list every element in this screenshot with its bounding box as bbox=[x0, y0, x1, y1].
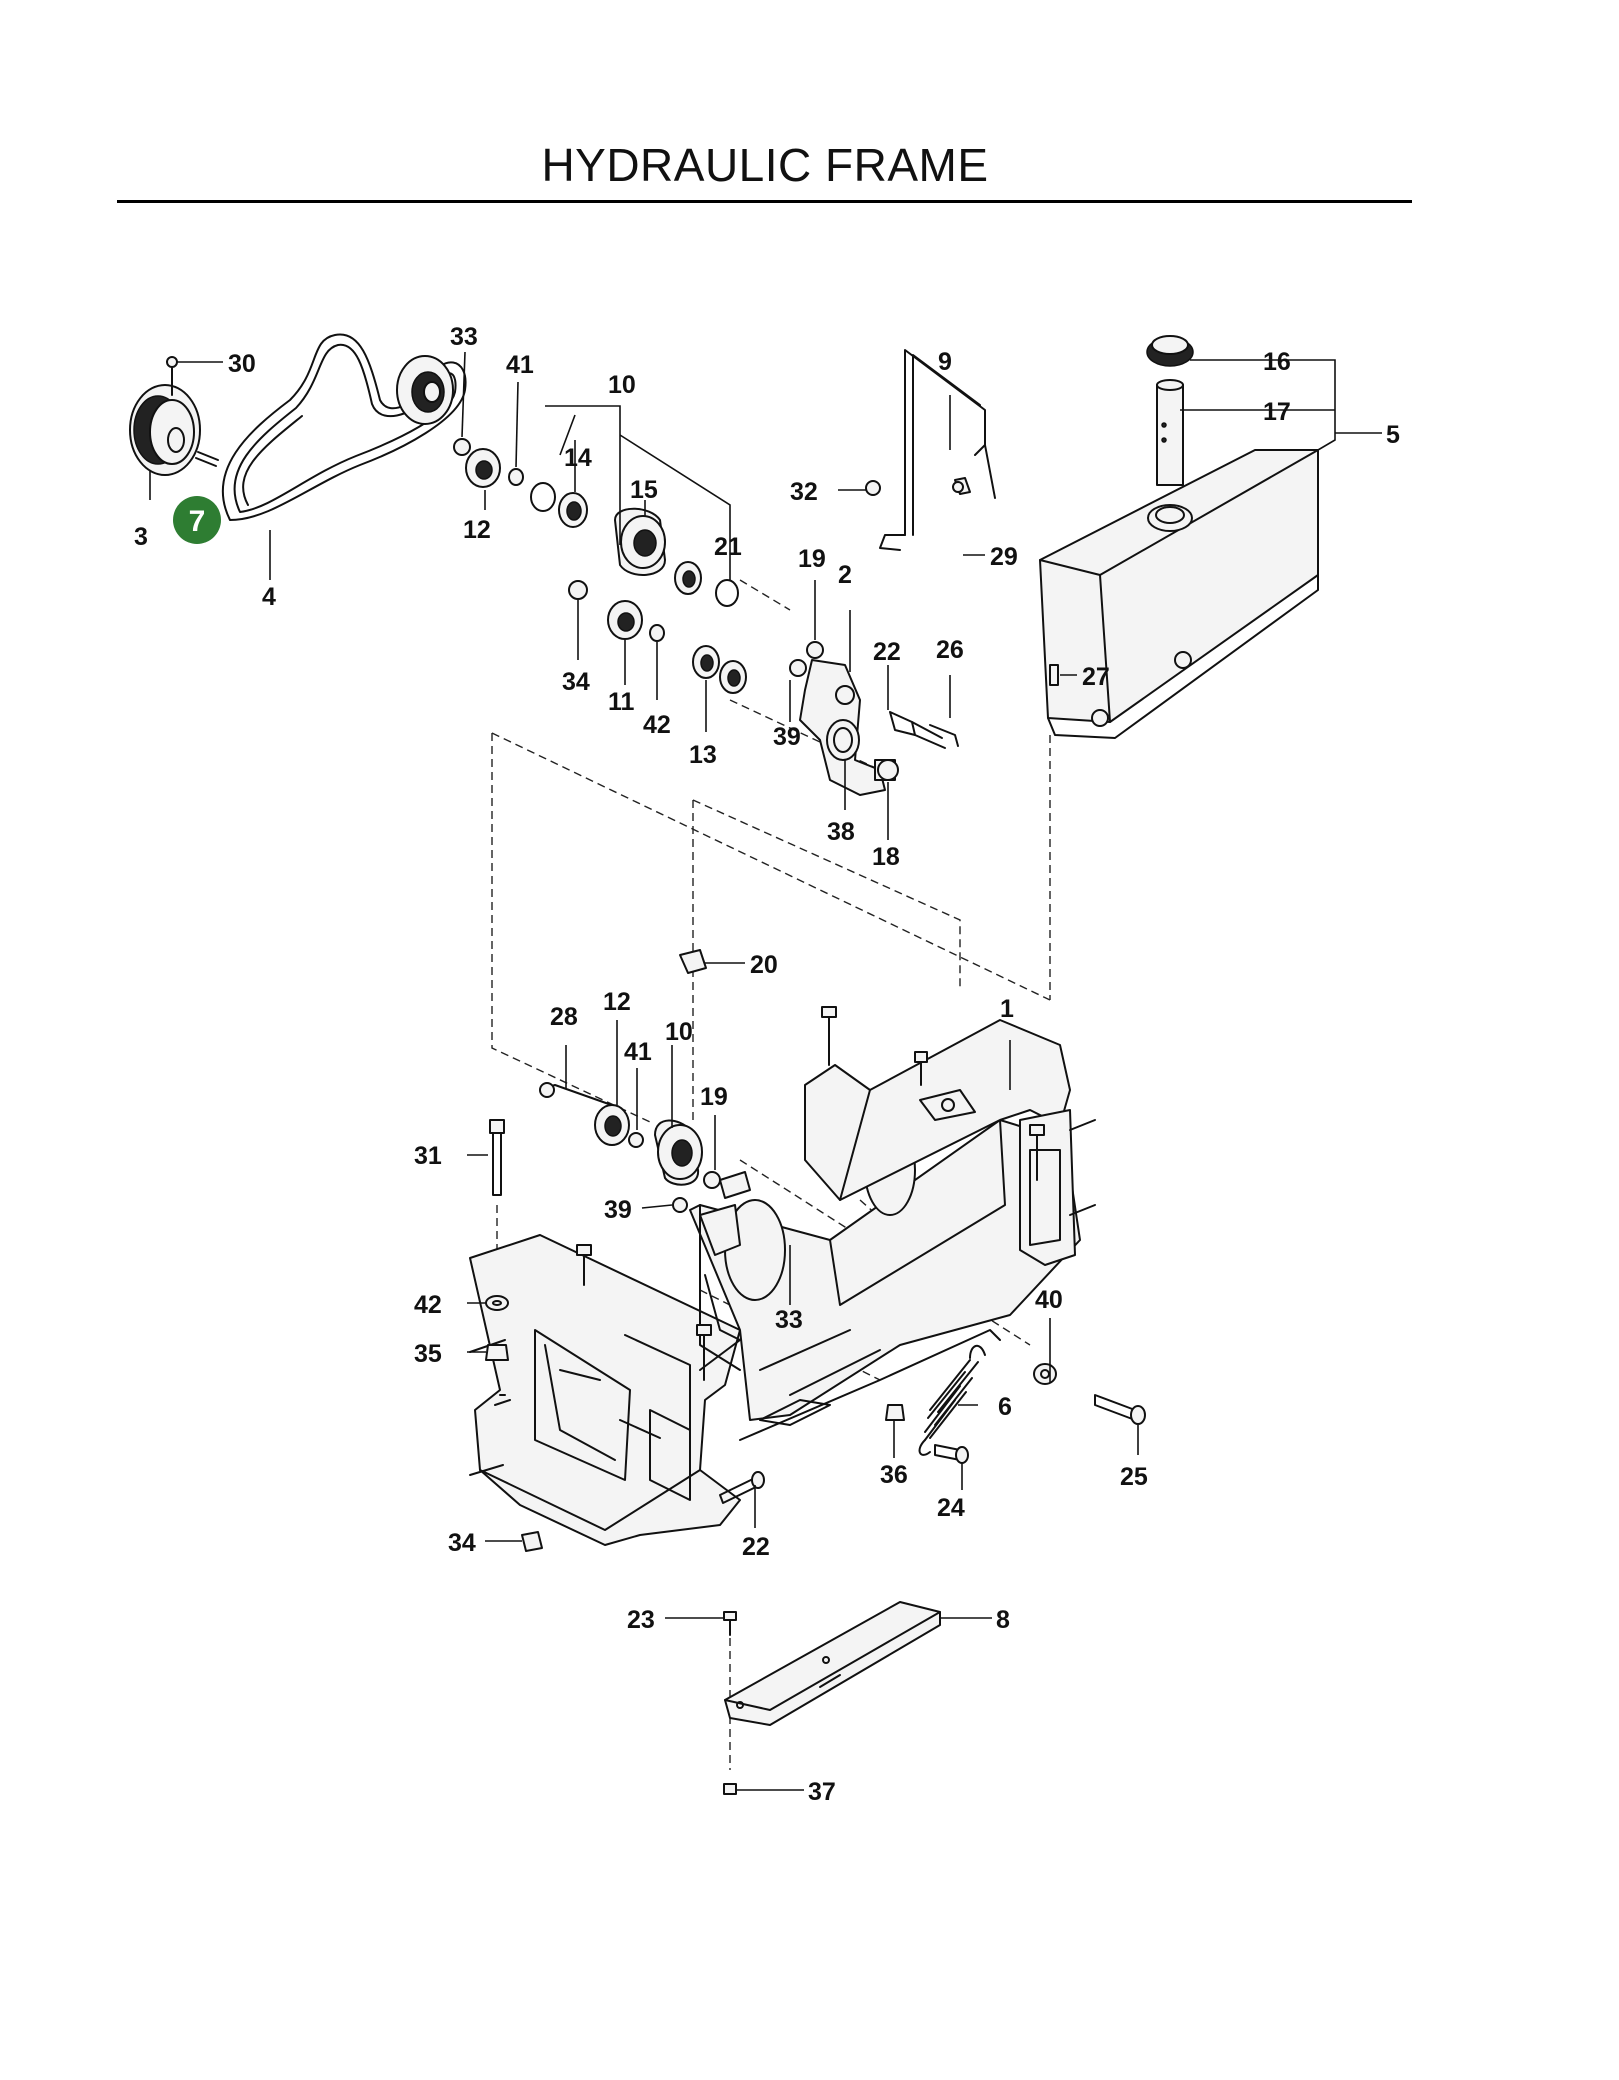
callout-35[interactable]: 35 bbox=[414, 1340, 442, 1368]
strainer-17 bbox=[1156, 379, 1184, 486]
callout-32[interactable]: 32 bbox=[790, 478, 818, 506]
callout-20[interactable]: 20 bbox=[750, 951, 778, 979]
idler-stack-lower bbox=[539, 1082, 751, 1213]
callout-34-lower[interactable]: 34 bbox=[448, 1529, 476, 1557]
callout-42-top[interactable]: 42 bbox=[643, 711, 671, 739]
callout-10-top[interactable]: 10 bbox=[608, 371, 636, 399]
clip-20 bbox=[679, 949, 707, 974]
callout-30[interactable]: 30 bbox=[228, 350, 256, 378]
callout-41-lower[interactable]: 41 bbox=[624, 1038, 652, 1066]
bolt-23 bbox=[723, 1611, 737, 1636]
oil-tank-5 bbox=[1039, 449, 1319, 739]
callout-39-top[interactable]: 39 bbox=[773, 723, 801, 751]
callout-18[interactable]: 18 bbox=[872, 843, 900, 871]
callout-12-top[interactable]: 12 bbox=[463, 516, 491, 544]
callout-11[interactable]: 11 bbox=[608, 688, 635, 716]
skid-plate-8 bbox=[724, 1601, 941, 1726]
callout-labels: 30 3 4 33 41 10 14 15 12 21 34 11 42 13 … bbox=[134, 323, 1400, 1806]
callout-40[interactable]: 40 bbox=[1035, 1286, 1063, 1314]
bolt-24 bbox=[934, 1444, 969, 1464]
callout-28[interactable]: 28 bbox=[550, 1003, 578, 1031]
washer-40 bbox=[1033, 1363, 1057, 1385]
callout-22-lower[interactable]: 22 bbox=[742, 1533, 770, 1561]
spring-6 bbox=[918, 1344, 986, 1456]
nut-37 bbox=[723, 1783, 737, 1795]
callout-16[interactable]: 16 bbox=[1263, 348, 1291, 376]
callout-5[interactable]: 5 bbox=[1386, 421, 1400, 449]
title-rule bbox=[117, 200, 1412, 203]
callout-7-badge[interactable] bbox=[173, 496, 221, 544]
page-title: HYDRAULIC FRAME bbox=[541, 139, 989, 191]
callout-34-top[interactable]: 34 bbox=[562, 668, 590, 696]
callout-19-top[interactable]: 19 bbox=[798, 545, 826, 573]
frame-top-bolts bbox=[576, 1006, 1045, 1381]
idler-bracket-2 bbox=[789, 641, 959, 796]
bolt-25 bbox=[1094, 1394, 1146, 1425]
rod-9 bbox=[865, 349, 996, 551]
callout-36[interactable]: 36 bbox=[880, 1461, 908, 1489]
callout-42-lower[interactable]: 42 bbox=[414, 1291, 442, 1319]
idler-stack-middle bbox=[568, 580, 747, 694]
callout-2[interactable]: 2 bbox=[838, 561, 852, 589]
callout-29[interactable]: 29 bbox=[990, 543, 1018, 571]
main-frame-1 bbox=[469, 1019, 1096, 1546]
callout-leaders bbox=[149, 351, 1382, 1791]
callout-27[interactable]: 27 bbox=[1082, 663, 1110, 691]
callout-25[interactable]: 25 bbox=[1120, 1463, 1148, 1491]
callout-8[interactable]: 8 bbox=[996, 1606, 1010, 1634]
nut-35 bbox=[485, 1344, 509, 1361]
callout-26[interactable]: 26 bbox=[936, 636, 964, 664]
callout-1[interactable]: 1 bbox=[1000, 995, 1014, 1023]
callout-6[interactable]: 6 bbox=[998, 1393, 1012, 1421]
callout-13[interactable]: 13 bbox=[689, 741, 717, 769]
washer-42 bbox=[485, 1295, 509, 1311]
nut-36 bbox=[885, 1404, 905, 1421]
callout-14[interactable]: 14 bbox=[564, 444, 592, 472]
callout-37[interactable]: 37 bbox=[808, 1778, 836, 1806]
callout-33-lower[interactable]: 33 bbox=[775, 1306, 803, 1334]
callout-24[interactable]: 24 bbox=[937, 1494, 965, 1522]
callout-33-top[interactable]: 33 bbox=[450, 323, 478, 351]
callout-15[interactable]: 15 bbox=[630, 476, 658, 504]
callout-38[interactable]: 38 bbox=[827, 818, 855, 846]
callout-21[interactable]: 21 bbox=[714, 533, 742, 561]
callout-12-lower[interactable]: 12 bbox=[603, 988, 631, 1016]
callout-41-top[interactable]: 41 bbox=[506, 351, 534, 379]
bolt-31 bbox=[489, 1119, 505, 1196]
callout-39-lower[interactable]: 39 bbox=[604, 1196, 632, 1224]
callout-3[interactable]: 3 bbox=[134, 523, 148, 551]
idler-stack-upper bbox=[453, 438, 739, 607]
callout-9[interactable]: 9 bbox=[938, 348, 952, 376]
callout-7-highlight[interactable]: 7 bbox=[173, 496, 221, 544]
callout-17[interactable]: 17 bbox=[1263, 398, 1291, 426]
filler-cap-16 bbox=[1146, 335, 1194, 367]
bolt-22-lower bbox=[719, 1471, 765, 1504]
idler-pulley-upper bbox=[396, 355, 454, 425]
callout-22-top[interactable]: 22 bbox=[873, 638, 901, 666]
callout-23[interactable]: 23 bbox=[627, 1606, 655, 1634]
callout-19-lower[interactable]: 19 bbox=[700, 1083, 728, 1111]
callout-7-label: 7 bbox=[189, 505, 206, 538]
callout-10-lower[interactable]: 10 bbox=[665, 1018, 693, 1046]
pin-7 bbox=[195, 451, 219, 467]
callout-4[interactable]: 4 bbox=[262, 583, 276, 611]
pulley-3 bbox=[129, 356, 201, 476]
nut-34-lower bbox=[521, 1531, 543, 1552]
callout-31[interactable]: 31 bbox=[414, 1142, 442, 1170]
